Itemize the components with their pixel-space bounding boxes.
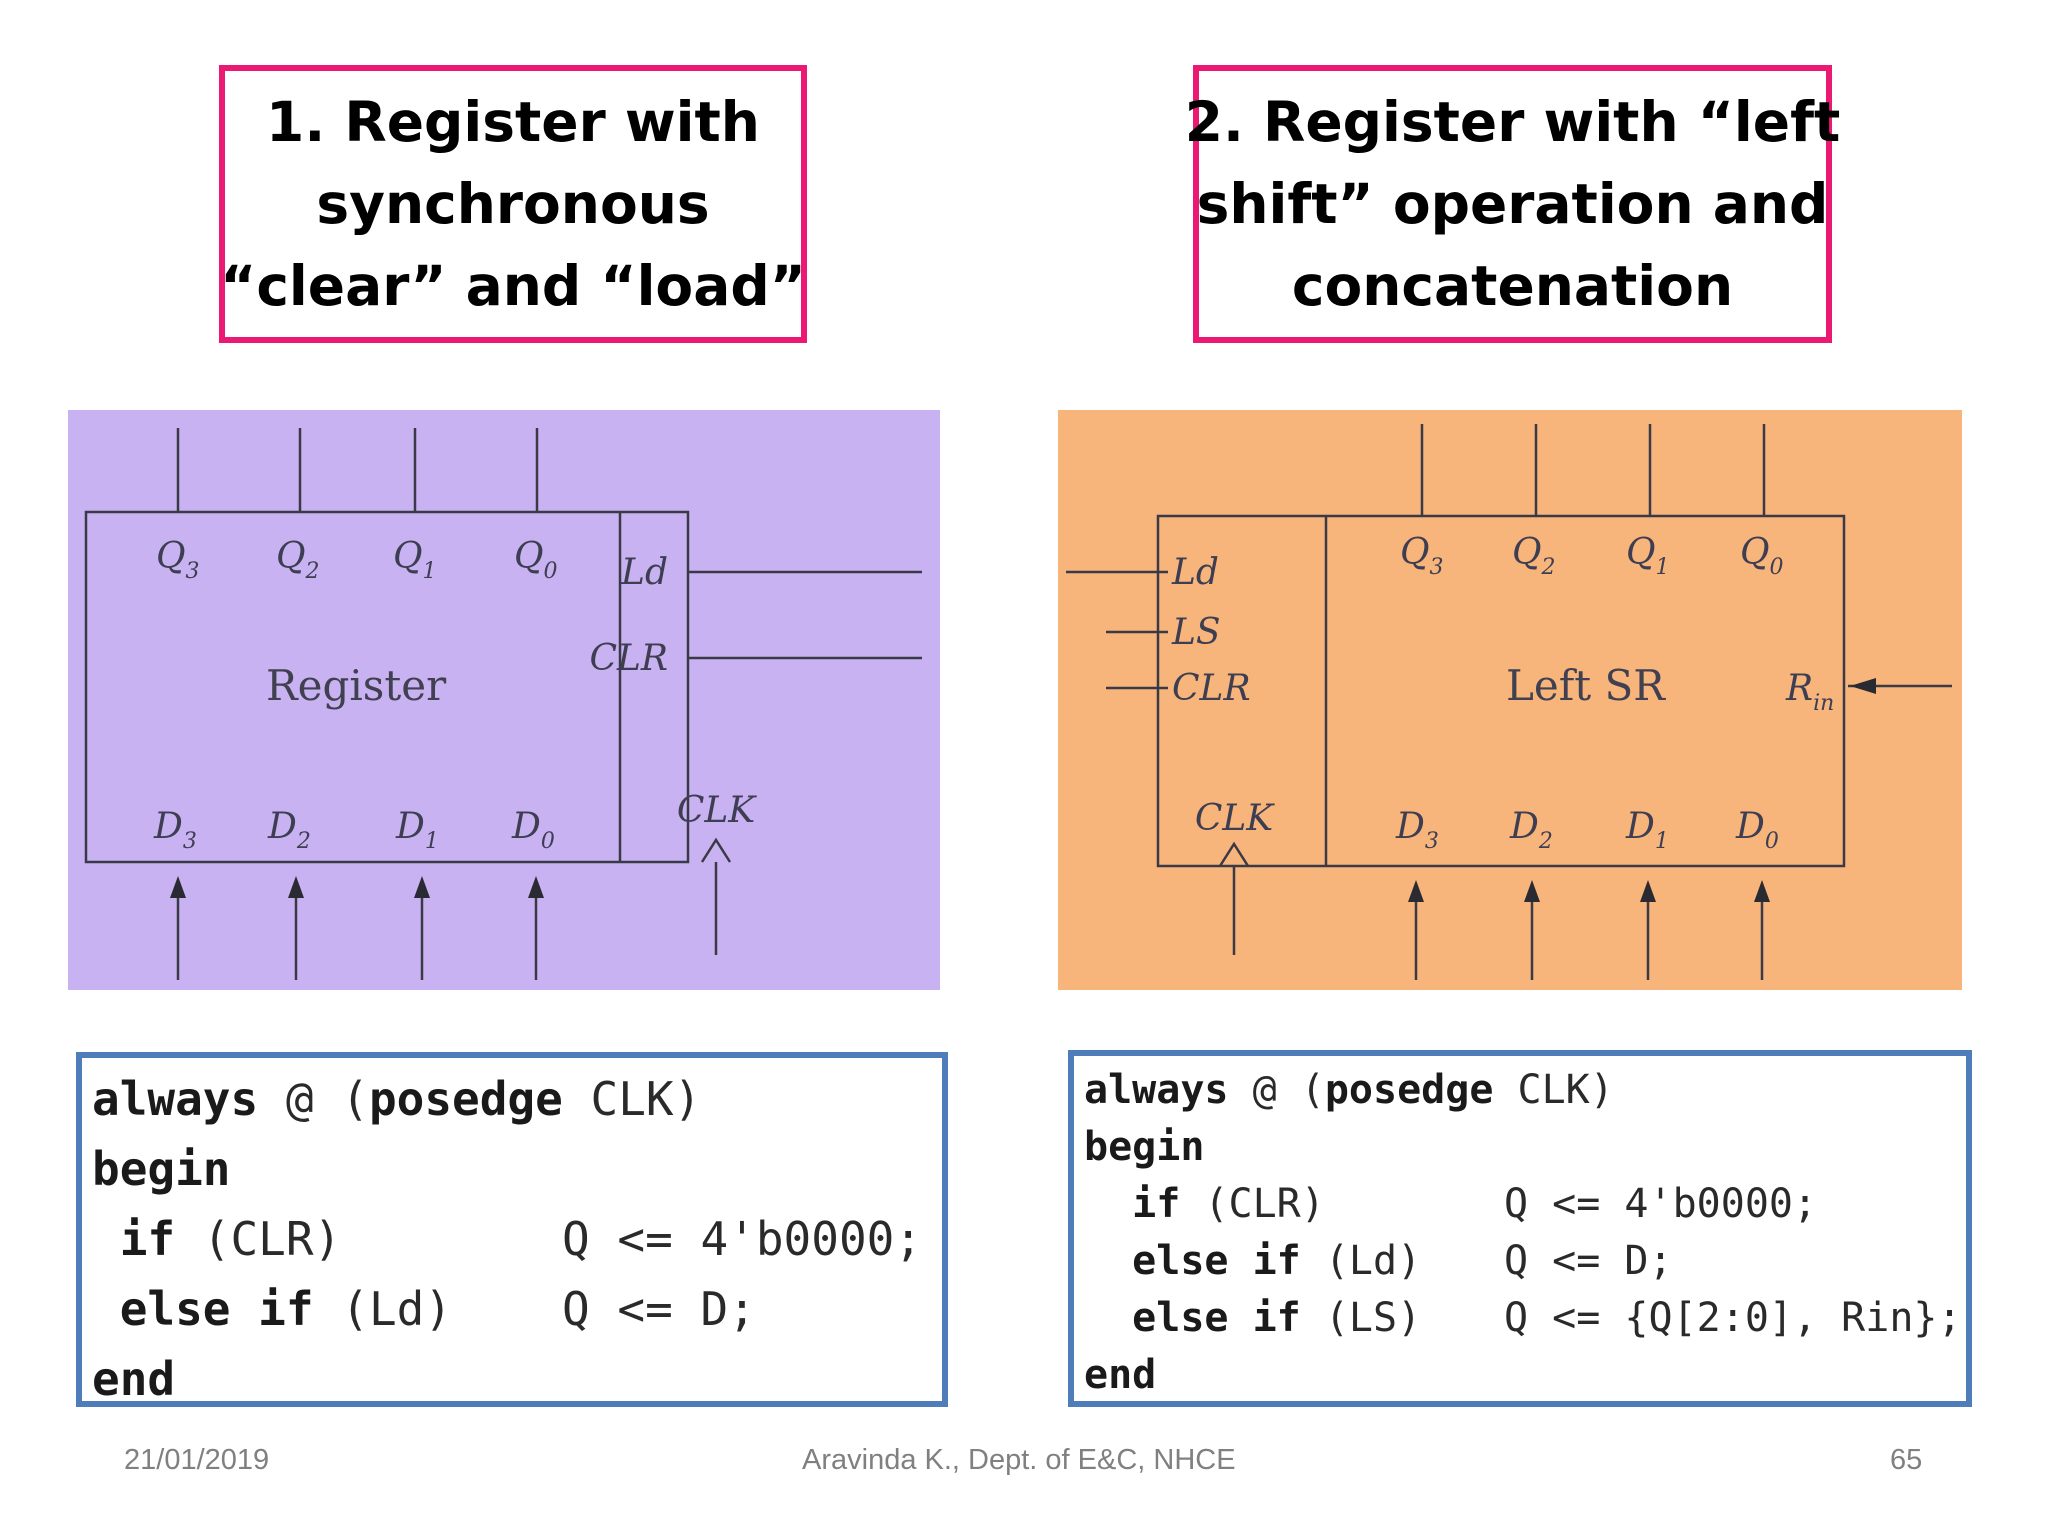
clr-label: CLR — [589, 638, 668, 679]
d3-arrowhead — [170, 876, 186, 898]
d2-label: D2 — [1509, 806, 1553, 854]
verilog-code-left-shift: always @ (posedge CLK) begin if (CLR)Q <… — [1068, 1050, 1972, 1407]
title-line: concatenation — [1291, 254, 1734, 318]
code-line: always @ (posedge CLK) — [1084, 1067, 1614, 1113]
d1-arrowhead — [1640, 880, 1656, 902]
left-shift-register-diagram: Q3 Q2 Q1 Q0 Left SR Ld LS CLR CLK Rin D3… — [1058, 410, 1962, 990]
verilog-code-register: always @ (posedge CLK) begin if (CLR)Q <… — [76, 1052, 948, 1407]
code-line: else if (LS)Q <= {Q[2:0], Rin}; — [1132, 1295, 1962, 1341]
register-diagram-svg: Q3 Q2 Q1 Q0 Register Ld CLR CLK D3 D2 D1… — [84, 428, 922, 980]
left-sr-block-outline — [1156, 514, 1846, 868]
code-line: else if (Ld)Q <= D; — [1132, 1238, 1673, 1284]
left-sr-block-label: Left SR — [1506, 661, 1666, 710]
q3-label: Q3 — [156, 536, 200, 584]
clk-label: CLK — [677, 790, 757, 831]
register-block-outline — [84, 510, 690, 864]
d1-label: D1 — [395, 806, 439, 854]
title-line: synchronous — [316, 172, 710, 236]
code-line: if (CLR)Q <= 4'b0000; — [119, 1212, 923, 1266]
title-register-clear-load: 1. Register with synchronous “clear” and… — [219, 65, 807, 343]
q3-label: Q3 — [1400, 532, 1444, 580]
d2-arrowhead — [288, 876, 304, 898]
q0-label: Q0 — [1740, 532, 1784, 580]
ld-label: Ld — [620, 552, 668, 593]
title-line: shift” operation and — [1196, 172, 1829, 236]
code-line: end — [92, 1352, 176, 1406]
footer-author: Aravinda K., Dept. of E&C, NHCE — [802, 1444, 1236, 1476]
d3-label: D3 — [1395, 806, 1439, 854]
code-line: end — [1084, 1352, 1157, 1398]
footer-page-number: 65 — [1890, 1444, 1923, 1476]
d3-label: D3 — [153, 806, 197, 854]
d0-arrowhead — [528, 876, 544, 898]
q1-label: Q1 — [1626, 532, 1670, 580]
q2-label: Q2 — [276, 536, 320, 584]
code-line: begin — [1084, 1124, 1205, 1170]
d0-label: D0 — [1735, 806, 1779, 854]
title-line: 1. Register with — [266, 90, 760, 154]
d1-label: D1 — [1625, 806, 1669, 854]
code-line: if (CLR)Q <= 4'b0000; — [1132, 1181, 1818, 1227]
d2-arrowhead — [1524, 880, 1540, 902]
left-sr-diagram-svg: Q3 Q2 Q1 Q0 Left SR Ld LS CLR CLK Rin D3… — [1066, 424, 1952, 980]
clr-label: CLR — [1172, 668, 1251, 709]
d0-label: D0 — [511, 806, 555, 854]
footer-date: 21/01/2019 — [124, 1444, 270, 1476]
d3-arrowhead — [1408, 880, 1424, 902]
title-line: “clear” and “load” — [220, 254, 806, 318]
register-block-label: Register — [266, 661, 447, 710]
code-line: begin — [92, 1142, 231, 1196]
d0-arrowhead — [1754, 880, 1770, 902]
title-register-left-shift: 2. Register with “left shift” operation … — [1185, 65, 1840, 343]
q1-label: Q1 — [393, 536, 437, 584]
code-line: always @ (posedge CLK) — [92, 1072, 702, 1126]
q0-label: Q0 — [514, 536, 558, 584]
q2-label: Q2 — [1512, 532, 1556, 580]
rin-label: Rin — [1785, 668, 1834, 716]
ld-label: Ld — [1171, 552, 1219, 593]
clk-edge-triangle — [700, 837, 732, 863]
rin-arrowhead — [1850, 678, 1876, 694]
title-line: 2. Register with “left — [1184, 90, 1841, 154]
d2-label: D2 — [267, 806, 311, 854]
d1-arrowhead — [414, 876, 430, 898]
clk-label: CLK — [1195, 798, 1275, 839]
ls-label: LS — [1171, 612, 1221, 653]
clk-edge-triangle — [1218, 841, 1250, 867]
code-line: else if (Ld)Q <= D; — [119, 1282, 756, 1336]
register-block-diagram: Q3 Q2 Q1 Q0 Register Ld CLR CLK D3 D2 D1… — [68, 410, 940, 990]
